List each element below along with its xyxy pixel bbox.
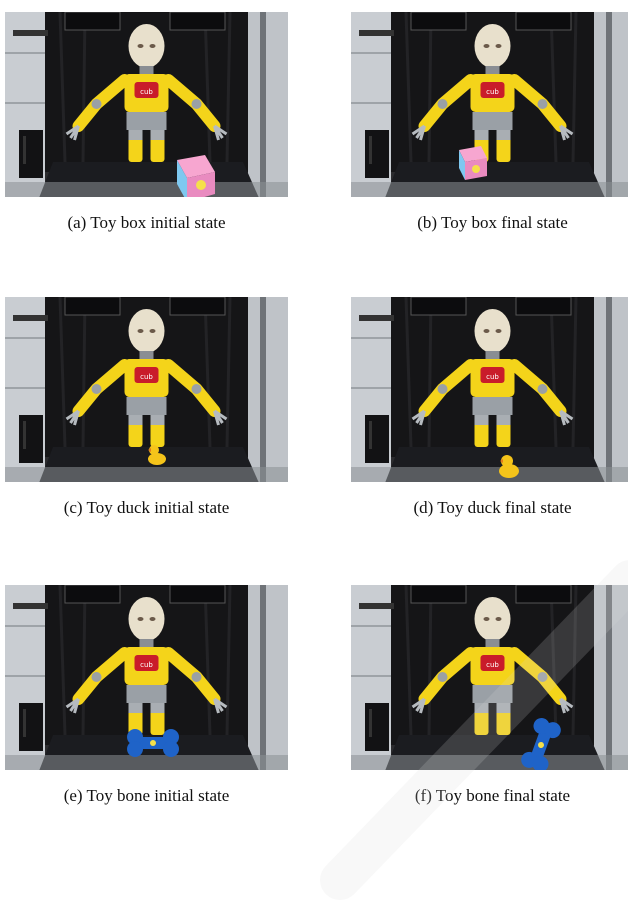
caption-d: (d) Toy duck final state [413, 498, 572, 517]
caption-f: (f) Toy bone final state [414, 786, 571, 805]
toy-duck [499, 455, 519, 478]
toy-box [177, 155, 215, 197]
toy-bone [521, 718, 561, 770]
photo-toy-box-initial [5, 12, 288, 197]
photo-toy-bone-initial [5, 585, 288, 770]
figure-panel-b: (b) Toy box final state [351, 12, 628, 248]
caption-a: (a) Toy box initial state [67, 213, 226, 232]
photo-toy-duck-initial [5, 297, 288, 482]
caption-e: (e) Toy bone initial state [63, 786, 230, 805]
toy-bone [127, 729, 179, 757]
figure-panel-d: (d) Toy duck final state [351, 297, 628, 533]
toy-box [459, 146, 487, 180]
caption-b: (b) Toy box final state [417, 213, 568, 232]
figure-panel-e: (e) Toy bone initial state [5, 585, 288, 821]
figure-panel-f: (f) Toy bone final state [351, 585, 628, 821]
figure-panel-a: (a) Toy box initial state [5, 12, 288, 248]
caption-c: (c) Toy duck initial state [63, 498, 230, 517]
photo-toy-bone-final [351, 585, 628, 770]
photo-toy-duck-final [351, 297, 628, 482]
photo-toy-box-final [351, 12, 628, 197]
toy-duck [148, 445, 166, 465]
figure-panel-c: (c) Toy duck initial state [5, 297, 288, 533]
